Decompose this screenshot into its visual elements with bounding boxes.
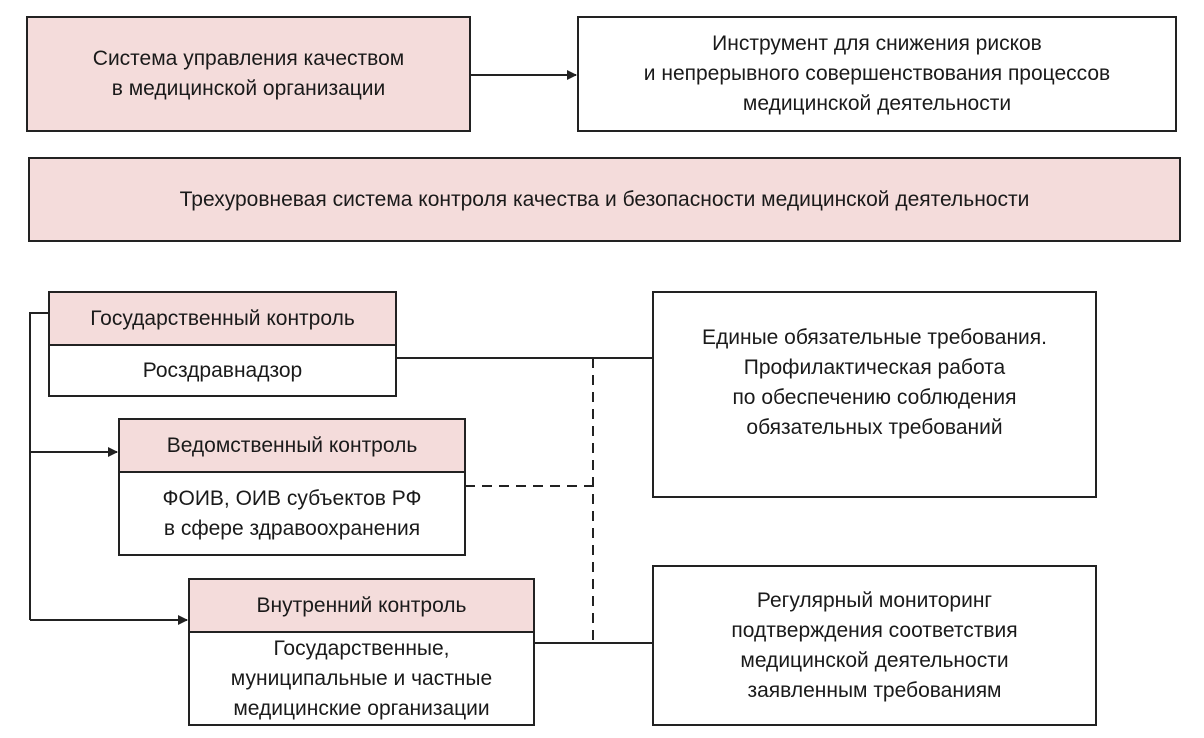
monitoring-box: Регулярный мониторинг подтверждения соот… [652,565,1097,726]
internal-control-body: Государственные, муниципальные и частные… [190,633,533,724]
risk-tool-box: Инструмент для снижения рисков и непреры… [577,16,1177,132]
departmental-control-box: Ведомственный контроль ФОИВ, ОИВ субъект… [118,418,466,556]
quality-system-box: Система управления качеством в медицинск… [26,16,471,132]
three-level-banner: Трехуровневая система контроля качества … [28,157,1181,242]
state-control-box: Государственный контроль Росздравнадзор [48,291,397,397]
internal-control-title: Внутренний контроль [190,580,533,633]
departmental-control-title: Ведомственный контроль [120,420,464,473]
departmental-control-body: ФОИВ, ОИВ субъектов РФ в сфере здравоохр… [120,473,464,554]
internal-control-box: Внутренний контроль Государственные, мун… [188,578,535,726]
requirements-box: Единые обязательные требования. Профилак… [652,291,1097,498]
left-bracket-line [29,312,48,620]
state-control-title: Государственный контроль [50,293,395,346]
state-control-body: Росздравнадзор [50,346,395,395]
